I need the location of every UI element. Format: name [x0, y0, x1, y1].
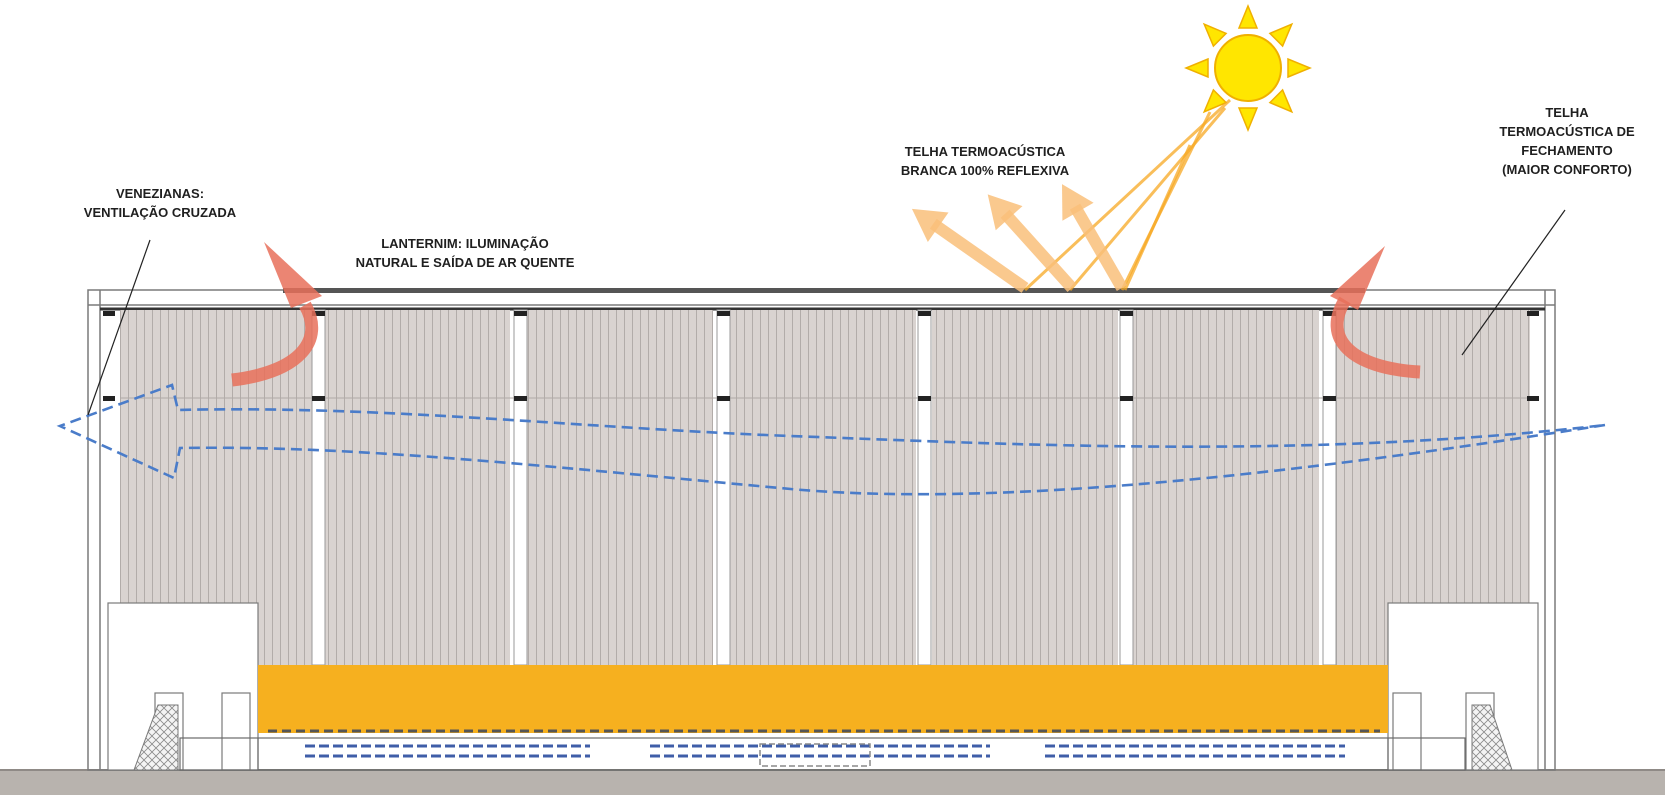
column	[1119, 309, 1134, 666]
arrow-up-left-icon	[987, 194, 1077, 293]
leader-lines	[87, 209, 1566, 416]
label-line: TELHA	[1545, 105, 1589, 120]
arrow-up-left-icon	[911, 208, 1029, 293]
side-blocks	[107, 602, 1539, 771]
column	[917, 309, 932, 666]
label-line: TELHA TERMOACÚSTICA	[904, 144, 1066, 159]
leader-line-fechamento	[1461, 209, 1566, 356]
label-lanternim: LANTERNIM: ILUMINAÇÃO NATURAL E SAÍDA DE…	[340, 234, 590, 272]
column	[311, 309, 326, 666]
sun-ray	[1237, 107, 1259, 132]
seating	[305, 744, 1345, 758]
label-line: (MAIOR CONFORTO)	[1502, 162, 1632, 177]
label-line: FECHAMENTO	[1521, 143, 1613, 158]
stand-band	[258, 665, 1388, 733]
wall-panels	[120, 310, 1530, 665]
curved-arrow-icon	[231, 242, 322, 387]
right-block	[1387, 602, 1539, 771]
sun-ray	[1202, 88, 1228, 114]
hatched-walls	[133, 704, 1513, 771]
label-telha-fechamento: TELHA TERMOACÚSTICA DE FECHAMENTO (MAIOR…	[1472, 103, 1662, 179]
seating-supports	[759, 743, 871, 767]
leader-line-venezianas	[87, 239, 151, 416]
lanternim	[283, 288, 1365, 293]
dashed-arrow-icon	[56, 383, 1606, 496]
wall-panel	[932, 310, 1118, 665]
wall-panel	[730, 310, 916, 665]
sun-ray	[1268, 22, 1294, 48]
label-line: NATURAL E SAÍDA DE AR QUENTE	[355, 255, 575, 270]
label-venezianas: VENEZIANAS: VENTILAÇÃO CRUZADA	[70, 184, 250, 222]
label-line: TERMOACÚSTICA DE	[1499, 124, 1635, 139]
reflection-arrows	[911, 184, 1128, 293]
sun-ray	[1268, 88, 1294, 114]
sun-ray	[1202, 22, 1228, 48]
column-caps	[103, 311, 1539, 401]
label-telha-branca: TELHA TERMOACÚSTICA BRANCA 100% REFLEXIV…	[870, 142, 1100, 180]
wall-panel	[527, 310, 713, 665]
label-line: VENEZIANAS:	[115, 186, 205, 201]
column	[716, 309, 731, 666]
wall-panel	[1133, 310, 1319, 665]
sun-ray	[1237, 4, 1259, 29]
wall-panel	[325, 310, 510, 665]
ground	[0, 770, 1665, 795]
column	[513, 309, 528, 666]
sun-rays	[1023, 98, 1232, 292]
arrow-up-left-icon	[1062, 184, 1128, 291]
label-line: BRANCA 100% REFLEXIVA	[900, 163, 1070, 178]
label-line: VENTILAÇÃO CRUZADA	[83, 205, 237, 220]
label-line: LANTERNIM: ILUMINAÇÃO	[381, 236, 549, 251]
curved-arrow-icon	[1330, 246, 1421, 379]
sun-icon	[1184, 4, 1312, 132]
hot-air-arrows	[231, 242, 1421, 387]
sun-ray	[1287, 57, 1312, 79]
seating-frame	[179, 737, 1466, 771]
sun-ray	[1184, 57, 1209, 79]
column	[1322, 309, 1337, 666]
